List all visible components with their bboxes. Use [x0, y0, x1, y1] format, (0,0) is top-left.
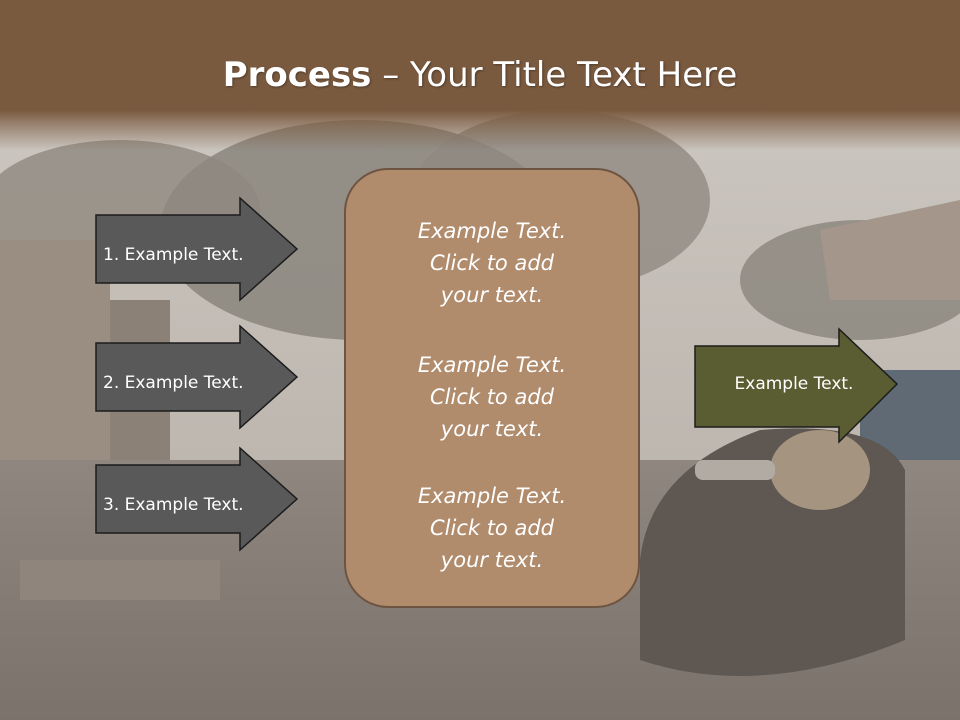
slide-title-bold: Process	[222, 55, 372, 95]
center-text-block-1: Example Text. Click to add your text.	[346, 215, 638, 311]
step-arrow-3-shape	[95, 446, 299, 552]
result-arrow-shape	[694, 327, 899, 444]
step-arrow-1-label: 1. Example Text.	[103, 245, 244, 265]
center-text-block-2-line-3: your text.	[440, 417, 544, 441]
step-arrow-2-shape	[95, 324, 299, 430]
center-text-box[interactable]: Example Text. Click to add your text. Ex…	[344, 168, 640, 608]
center-text-block-3-line-3: your text.	[440, 548, 544, 572]
slide-title[interactable]: Process – Your Title Text Here	[0, 52, 960, 98]
center-text-block-3-line-2: Click to add	[429, 516, 554, 540]
center-text-block-2-line-1: Example Text.	[417, 353, 567, 377]
center-text-block-2-line-2: Click to add	[429, 385, 554, 409]
title-bar	[0, 0, 960, 150]
step-arrow-1-shape	[95, 196, 299, 302]
slide-title-rest: – Your Title Text Here	[371, 55, 738, 95]
center-text-block-3: Example Text. Click to add your text.	[346, 480, 638, 576]
center-text-block-3-line-1: Example Text.	[417, 484, 567, 508]
step-arrow-2-label: 2. Example Text.	[103, 373, 244, 393]
step-arrow-1[interactable]: 1. Example Text.	[95, 196, 300, 302]
result-arrow-label: Example Text.	[734, 374, 854, 394]
center-text-block-2: Example Text. Click to add your text.	[346, 349, 638, 445]
center-text-block-1-line-3: your text.	[440, 283, 544, 307]
center-text-block-1-line-2: Click to add	[429, 251, 554, 275]
step-arrow-3-label: 3. Example Text.	[103, 495, 244, 515]
center-text-block-1-line-1: Example Text.	[417, 219, 567, 243]
result-arrow[interactable]: Example Text.	[694, 327, 899, 444]
step-arrow-3[interactable]: 3. Example Text.	[95, 446, 300, 552]
step-arrow-2[interactable]: 2. Example Text.	[95, 324, 300, 430]
